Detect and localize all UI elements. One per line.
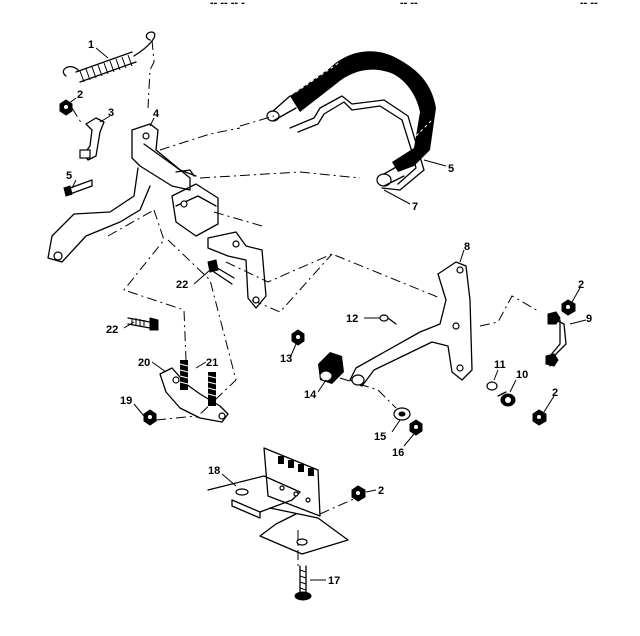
callout-8: 8: [464, 241, 470, 253]
callout-3: 3: [108, 107, 114, 119]
callout-17: 17: [328, 575, 340, 587]
handle-grip: [239, 51, 436, 191]
callout-22-upper: 22: [176, 279, 188, 291]
clip-bracket-part: [71, 107, 105, 161]
nut-16: [409, 419, 423, 436]
callout-7: 7: [412, 201, 418, 213]
bolt-upper-22: [207, 259, 235, 285]
callout-2-right-lower: 2: [552, 387, 558, 399]
flat-washer: [393, 407, 411, 421]
hex-nut-right-top: [561, 299, 576, 316]
mounting-bracket: [207, 447, 349, 555]
small-washer: [486, 381, 498, 391]
nut-19: [143, 409, 157, 426]
pivot-bracket: [171, 183, 219, 237]
nut-13: [291, 329, 305, 346]
callout-4: 4: [153, 108, 160, 120]
callout-20: 20: [138, 357, 150, 369]
callout-5-right: 5: [448, 163, 454, 175]
callout-10: 10: [516, 369, 528, 381]
rod-right: [545, 311, 567, 367]
spacer: [318, 352, 344, 384]
hex-nut-lower: [351, 485, 366, 502]
callout-15: 15: [374, 431, 386, 443]
callout-11: 11: [494, 359, 506, 371]
callout-9: 9: [586, 313, 592, 325]
spring-21-a: [179, 360, 189, 390]
spring-21-b: [207, 372, 217, 406]
spring-part: [62, 31, 156, 109]
callout-12: 12: [346, 313, 358, 325]
callout-21: 21: [206, 357, 218, 369]
hex-nut-right-lower: [532, 409, 547, 426]
header-fragment-left: -- -- -- -: [210, 0, 245, 9]
spring-bracket: [159, 367, 229, 423]
callout-1: 1: [88, 39, 94, 51]
callout-14: 14: [304, 389, 317, 401]
header-fragment-right: -- --: [580, 0, 598, 9]
callout-5-left: 5: [66, 170, 72, 182]
bushing: [497, 391, 516, 407]
carriage-screw: [294, 565, 312, 601]
callout-13: 13: [280, 353, 292, 365]
callout-2-top-left: 2: [77, 89, 83, 101]
small-screw: [379, 314, 397, 325]
callout-2-right-top: 2: [578, 279, 584, 291]
adjustment-link: [207, 231, 267, 309]
callout-2-lower: 2: [378, 485, 384, 497]
bolt-lower-22: [127, 317, 159, 331]
lever-arm-right: [349, 261, 473, 387]
bolt-left: [63, 179, 93, 197]
callout-16: 16: [392, 447, 404, 459]
callout-19: 19: [120, 395, 132, 407]
control-lever-plate: [47, 123, 197, 263]
callout-22-lower: 22: [106, 324, 118, 336]
header-fragment-mid: -- --: [400, 0, 418, 9]
callout-18: 18: [208, 465, 220, 477]
